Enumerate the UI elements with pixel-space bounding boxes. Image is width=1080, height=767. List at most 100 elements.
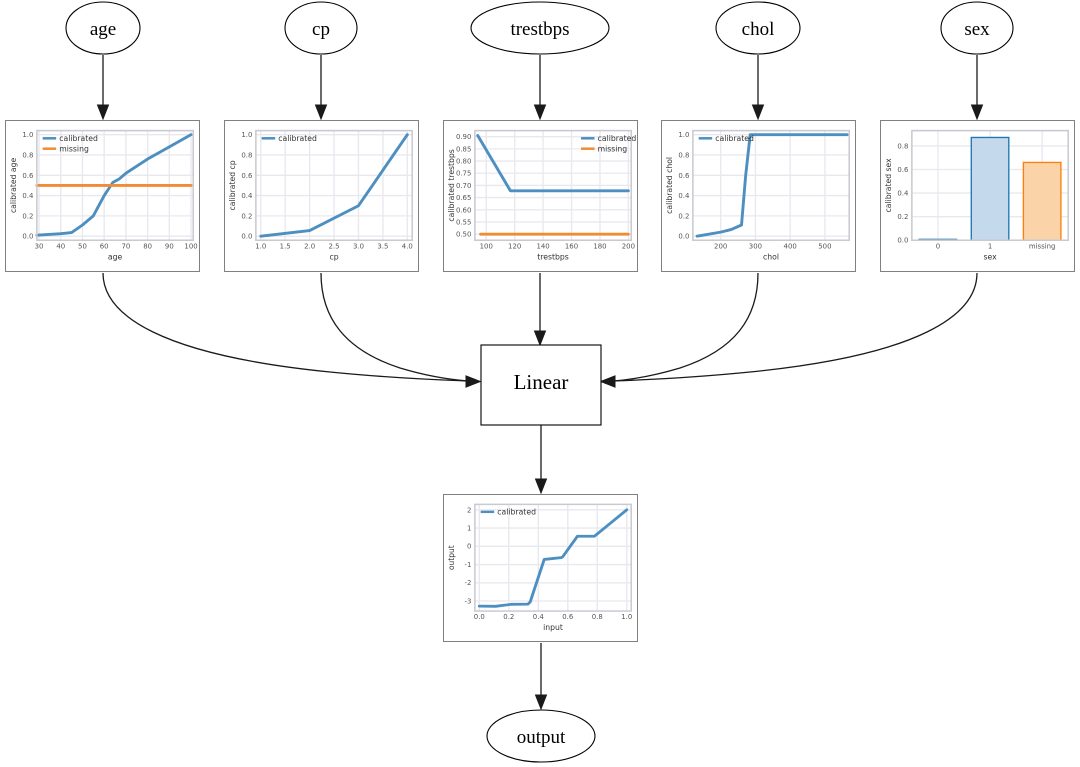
svg-text:0.90: 0.90 <box>456 133 471 141</box>
svg-text:160: 160 <box>565 242 578 250</box>
series-calibrated <box>35 133 193 237</box>
svg-text:60: 60 <box>100 242 109 250</box>
x-axis-label: trestbps <box>537 252 569 261</box>
svg-text:0: 0 <box>936 242 940 250</box>
svg-text:0.6: 0.6 <box>562 613 573 621</box>
node-trestbps-label: trestbps <box>510 19 569 40</box>
svg-text:0.8: 0.8 <box>241 151 252 159</box>
svg-text:0.0: 0.0 <box>678 233 689 241</box>
svg-text:0.75: 0.75 <box>456 170 471 178</box>
svg-text:0.6: 0.6 <box>678 172 689 180</box>
edge-sex-plot-to-linear <box>599 272 978 388</box>
svg-text:0.4: 0.4 <box>533 613 544 621</box>
svg-text:1: 1 <box>988 242 992 250</box>
svg-text:0.6: 0.6 <box>22 172 33 180</box>
x-axis-label: input <box>543 623 563 632</box>
y-axis-label: calibrated chol <box>665 157 674 214</box>
node-output[interactable]: output <box>486 709 596 763</box>
svg-text:80: 80 <box>143 242 152 250</box>
svg-text:-3: -3 <box>464 598 471 606</box>
legend-label-calibrated: calibrated <box>598 134 637 143</box>
node-sex-label: sex <box>964 19 990 40</box>
svg-text:1.0: 1.0 <box>22 131 33 139</box>
legend-label-calibrated: calibrated <box>715 134 754 143</box>
node-cp-label: cp <box>312 19 330 40</box>
legend-label-calibrated: calibrated <box>278 134 317 143</box>
svg-text:0.2: 0.2 <box>503 613 514 621</box>
svg-text:0.70: 0.70 <box>456 182 471 190</box>
svg-text:500: 500 <box>818 242 831 250</box>
svg-text:0.4: 0.4 <box>678 192 690 200</box>
y-axis-label: calibrated trestbps <box>447 149 456 221</box>
node-chol[interactable]: chol <box>715 1 801 55</box>
svg-text:100: 100 <box>184 242 197 250</box>
node-age[interactable]: age <box>65 1 141 55</box>
legend-label-calibrated: calibrated <box>497 508 536 517</box>
y-axis-label: calibrated age <box>9 158 18 214</box>
svg-text:0.0: 0.0 <box>897 237 908 245</box>
node-age-label: age <box>90 19 116 40</box>
svg-text:30: 30 <box>35 242 44 250</box>
svg-text:0.80: 0.80 <box>456 158 471 166</box>
svg-text:180: 180 <box>593 242 606 250</box>
y-axis-label: calibrated sex <box>884 158 893 213</box>
svg-text:90: 90 <box>165 242 174 250</box>
svg-text:3.5: 3.5 <box>377 242 388 250</box>
svg-text:0.0: 0.0 <box>241 233 252 241</box>
edge-output-plot-to-output <box>534 643 548 711</box>
edge-chol-plot-to-linear <box>599 272 759 388</box>
svg-text:140: 140 <box>536 242 549 250</box>
edge-cp-plot-to-linear <box>320 272 482 388</box>
svg-text:200: 200 <box>622 242 635 250</box>
series-calibrated <box>477 508 629 608</box>
svg-text:300: 300 <box>749 242 762 250</box>
svg-text:0.6: 0.6 <box>241 172 252 180</box>
svg-text:-2: -2 <box>464 579 471 587</box>
legend-label-calibrated: calibrated <box>59 134 98 143</box>
svg-text:70: 70 <box>121 242 130 250</box>
svg-text:0.2: 0.2 <box>678 212 689 220</box>
node-cp[interactable]: cp <box>284 1 358 55</box>
edge-age-to-plot <box>96 55 110 121</box>
svg-text:3.0: 3.0 <box>353 242 364 250</box>
node-linear[interactable]: Linear <box>480 344 602 426</box>
node-chol-label: chol <box>742 19 775 40</box>
svg-text:40: 40 <box>56 242 65 250</box>
svg-text:0.6: 0.6 <box>897 166 908 174</box>
svg-text:1.0: 1.0 <box>621 613 632 621</box>
x-axis-label: chol <box>763 252 779 261</box>
node-linear-label: Linear <box>514 370 569 394</box>
legend-label-missing: missing <box>59 144 89 153</box>
svg-text:0.8: 0.8 <box>897 142 908 150</box>
svg-text:0.2: 0.2 <box>22 212 33 220</box>
edge-cp-to-plot <box>314 55 328 121</box>
svg-text:0.55: 0.55 <box>456 218 471 226</box>
edge-sex-to-plot <box>970 55 984 121</box>
svg-text:4.0: 4.0 <box>402 242 413 250</box>
node-sex[interactable]: sex <box>940 1 1014 55</box>
svg-text:0.8: 0.8 <box>592 613 603 621</box>
node-trestbps[interactable]: trestbps <box>470 1 610 55</box>
svg-text:400: 400 <box>784 242 797 250</box>
svg-text:1: 1 <box>467 525 471 533</box>
node-output-label: output <box>517 727 566 748</box>
series-calibrated <box>695 133 849 238</box>
bar-missing <box>1022 161 1062 241</box>
svg-text:0.4: 0.4 <box>241 192 253 200</box>
svg-text:0.4: 0.4 <box>897 190 909 198</box>
svg-text:0.0: 0.0 <box>474 613 485 621</box>
svg-text:0.8: 0.8 <box>22 151 33 159</box>
